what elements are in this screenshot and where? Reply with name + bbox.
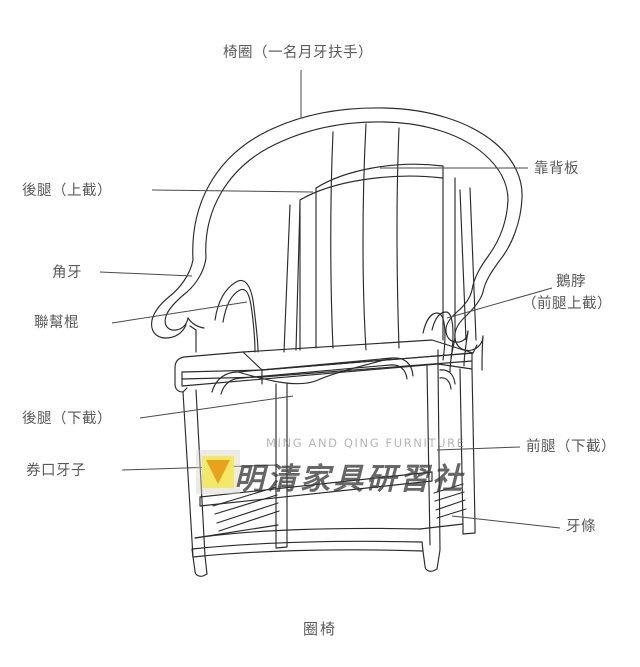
- side-post-left-outer: [214, 279, 259, 353]
- armrail-left-scroll-inner: [164, 257, 207, 331]
- backsplat-curve-3: [396, 127, 400, 349]
- label-goose-neck: 鵝脖: [556, 274, 586, 290]
- back-leg-right-lower-outer: [459, 368, 464, 528]
- front-apron-arch-top: [211, 357, 414, 393]
- leader-lines: [99, 70, 561, 529]
- front-apron-cusp: [237, 357, 393, 385]
- label-front-leg-lower: 前腿（下截）: [526, 439, 616, 455]
- foot-right-back: [462, 524, 476, 535]
- footrest-bottom-edge: [199, 480, 433, 507]
- back-leg-left-upper-outer: [283, 204, 291, 353]
- leader-side-post: [111, 301, 248, 324]
- corner-spandrel-left: [189, 325, 197, 353]
- left-side-stretcher-lower-3: [218, 510, 280, 532]
- base-apron-left-edge: [191, 548, 194, 558]
- foot-right-front: [422, 549, 441, 572]
- label-armrail: 椅圈（一名月牙扶手）: [223, 45, 373, 61]
- armrail-inner-top: [205, 121, 509, 259]
- front-leg-right-inner: [426, 365, 431, 546]
- side-post-right-inner: [422, 312, 446, 361]
- left-side-stretcher-lower-2: [216, 502, 279, 524]
- base-right-side: [419, 523, 464, 530]
- leader-apron-strip: [451, 515, 561, 529]
- foot-left-front: [192, 555, 208, 577]
- seat-frame-back-edge: [181, 344, 478, 373]
- front-leg-left-outer: [182, 391, 194, 558]
- base-apron-right-edge: [421, 541, 424, 552]
- label-corner-spandrel: 角牙: [52, 265, 82, 281]
- right-side-stretcher-top: [433, 483, 464, 494]
- left-side-stretcher-bottom: [214, 494, 278, 515]
- footrest-top-edge: [199, 471, 433, 498]
- back-leg-right-lower-inner: [471, 368, 476, 526]
- seat-frame-left-outer: [174, 367, 184, 393]
- armrail-outer-top: [192, 107, 523, 261]
- seat-rail-line-2: [261, 360, 473, 378]
- base-apron-top: [194, 527, 421, 539]
- back-leg-left-upper-inner: [295, 202, 301, 351]
- back-leg-right-upper-outer: [459, 189, 467, 341]
- right-side-stretcher-lower-2: [435, 499, 466, 511]
- leader-goose-neck: [446, 287, 553, 319]
- backsplat-curve-1: [330, 131, 334, 349]
- front-leg-right-outer: [437, 363, 441, 551]
- label-goose-neck-sub: （前腿上截）: [522, 296, 612, 312]
- leader-corner-spandrel: [99, 271, 193, 277]
- armrail-left-scroll-outer: [151, 259, 194, 339]
- figure-caption: 圈椅: [302, 620, 337, 638]
- goose-neck-right-inner: [463, 330, 469, 367]
- backsplat-curve-2: [362, 123, 367, 351]
- label-backsplat: 靠背板: [534, 161, 579, 177]
- armrail-right-scroll-inner: [445, 289, 473, 343]
- base-apron-bottom: [192, 549, 424, 558]
- right-side-stretcher-bottom: [434, 491, 465, 502]
- right-side-stretcher-lower-3: [436, 508, 467, 519]
- right-apron-arch-inner: [439, 377, 452, 390]
- label-side-post: 聯幫棍: [34, 315, 79, 331]
- leader-apron-spandrel: [121, 464, 278, 471]
- back-leg-right-upper-inner: [469, 187, 477, 341]
- side-post-right-outer: [431, 311, 454, 359]
- front-leg-right-upper-outer: [481, 335, 484, 371]
- seat-frame-right-side-lower: [437, 363, 473, 370]
- label-apron-spandrel: 券口牙子: [26, 463, 86, 479]
- label-apron-strip: 牙條: [566, 519, 596, 535]
- corner-spandrel-left-curve: [187, 317, 205, 329]
- seat-frame-front-lower: [181, 363, 439, 387]
- seat-frame-left-outer-2: [182, 387, 188, 393]
- leader-front-leg-lower: [436, 446, 521, 451]
- front-apron-arch-inner: [220, 364, 408, 395]
- base-apron-mid: [191, 540, 423, 550]
- label-back-leg-lower: 後腿（下截）: [22, 411, 112, 427]
- base-left-side: [194, 524, 279, 539]
- label-back-leg-upper: 後腿（上截）: [22, 183, 112, 199]
- foot-left-back: [275, 537, 288, 549]
- seat-frame-left-wing: [174, 351, 244, 369]
- leader-back-leg-lower: [139, 395, 294, 419]
- leader-back-leg-upper: [151, 189, 314, 193]
- armrail-outer-right: [482, 197, 523, 293]
- right-apron-arch: [439, 369, 456, 385]
- backsplat-top: [315, 163, 444, 189]
- side-post-left-inner: [222, 288, 256, 353]
- front-leg-left-inner: [195, 389, 206, 557]
- armrail-inner-right: [471, 199, 509, 291]
- backsplat-top-2: [299, 175, 444, 201]
